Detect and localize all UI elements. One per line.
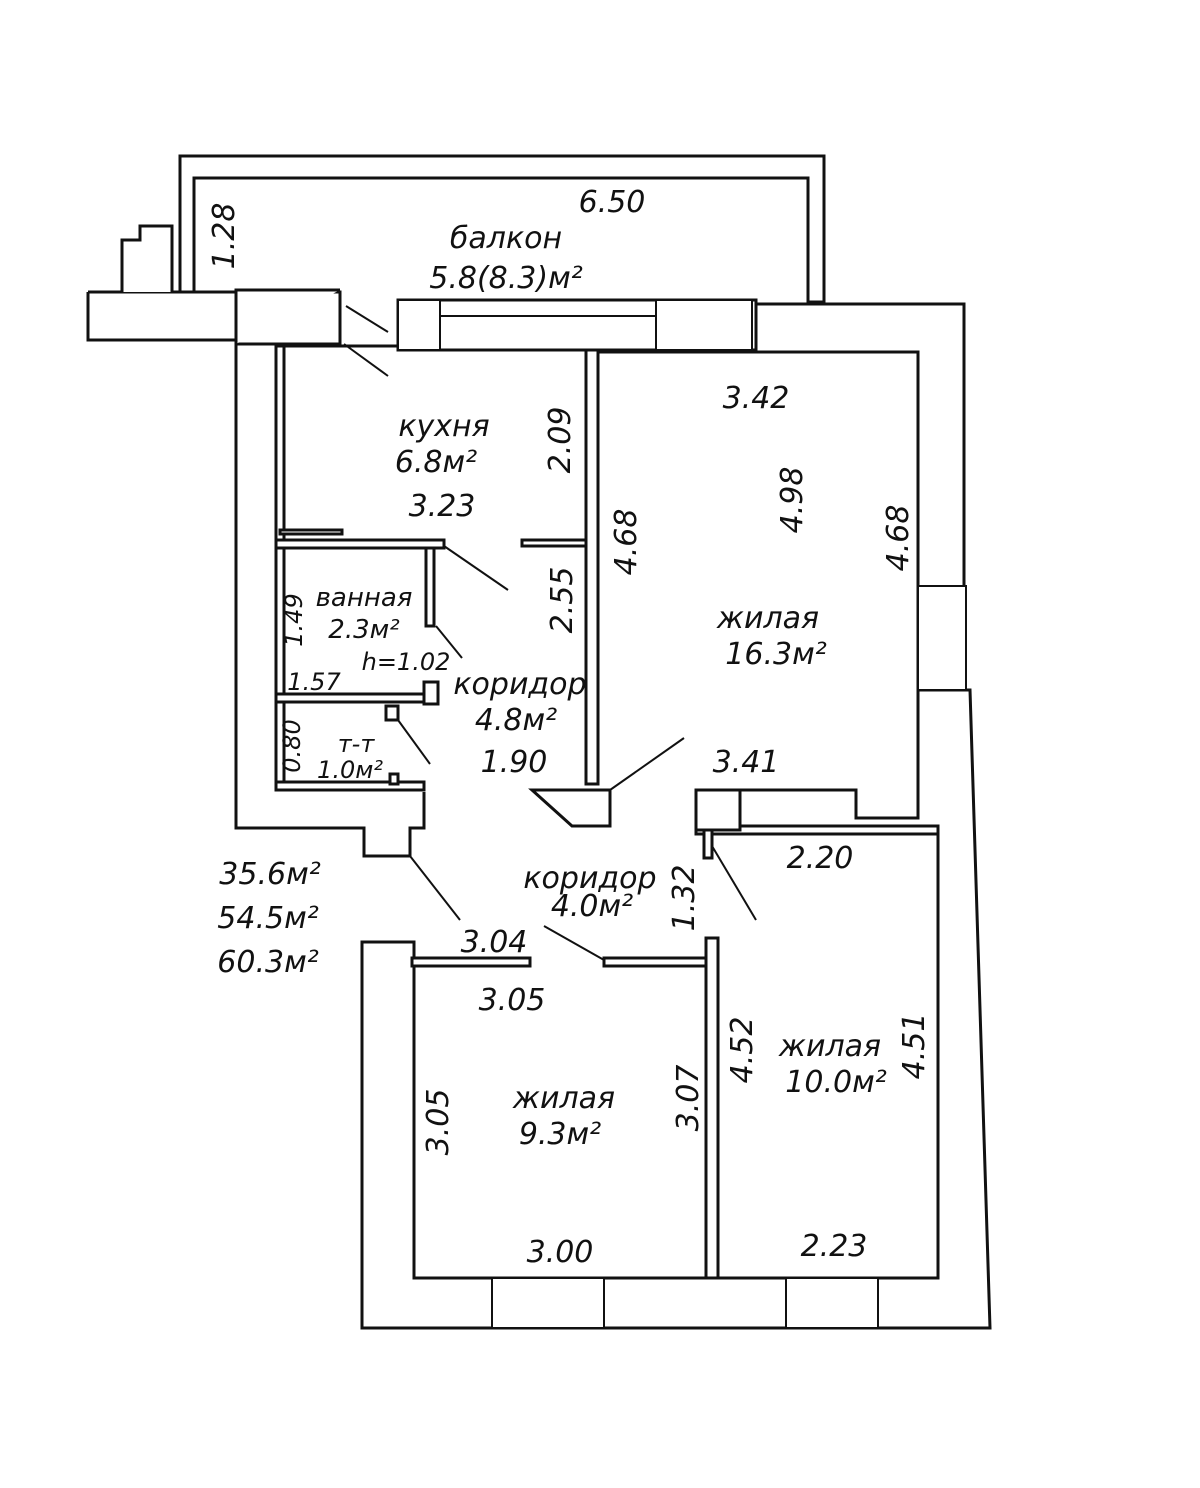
living2-window [785, 1277, 879, 1329]
living1-right: 4.68 [881, 505, 916, 572]
living1-name: жилая [716, 601, 819, 636]
bathroom-width: 1.57 [287, 668, 341, 696]
bathroom-name: ванная [316, 583, 413, 613]
toilet-area: 1.0м² [317, 756, 383, 784]
living2-left: 4.52 [725, 1017, 760, 1084]
living1-top: 3.42 [723, 381, 790, 416]
living3-bottom: 3.00 [527, 1235, 594, 1270]
corridor1-height: 2.55 [545, 567, 580, 634]
bottom-wall-windows [491, 1277, 879, 1329]
total-living-area: 35.6м² [219, 857, 320, 892]
total-area: 54.5м² [217, 901, 318, 936]
living1-area: 16.3м² [725, 637, 826, 672]
corridor1-area: 4.8м² [475, 703, 557, 738]
living-window-top [655, 299, 753, 351]
balcony-area: 5.8(8.3)м² [429, 261, 583, 296]
living3-left: 3.05 [421, 1089, 456, 1156]
corridor2-name: коридор [523, 861, 656, 896]
toilet-height: 0.80 [278, 719, 306, 772]
living3-window [491, 1277, 605, 1329]
toilet-name: т-т [338, 730, 376, 758]
exterior-wall [86, 224, 992, 1330]
living2-name: жилая [778, 1029, 881, 1064]
bathroom-height-dim: 1.49 [280, 593, 308, 646]
living2-bottom: 2.23 [801, 1229, 868, 1264]
corridor2-height: 1.32 [667, 865, 702, 932]
living3-top: 3.05 [479, 983, 546, 1018]
living1-left: 4.68 [609, 509, 644, 576]
living2-right: 4.51 [897, 1013, 932, 1080]
corridor1-name: коридор [453, 667, 586, 702]
interior-walls [274, 344, 940, 1280]
living3-right: 3.07 [671, 1065, 706, 1132]
balcony-width: 1.28 [207, 203, 242, 270]
living-window-right [917, 585, 967, 691]
living1-mid: 4.98 [775, 467, 810, 534]
bathroom-ceiling: h=1.02 [362, 648, 451, 676]
balcony-name: балкон [450, 221, 562, 256]
kitchen-height: 2.09 [543, 407, 578, 474]
total-area-with-balcony: 60.3м² [217, 945, 318, 980]
door-lines [343, 305, 757, 961]
living2-area: 10.0м² [785, 1065, 886, 1100]
kitchen-area: 6.8м² [395, 445, 477, 480]
living3-area: 9.3м² [519, 1117, 601, 1152]
kitchen-width: 3.23 [409, 489, 476, 524]
top-wall [396, 298, 758, 352]
corridor2-area: 4.0м² [551, 889, 633, 924]
balcony-length: 6.50 [579, 185, 646, 220]
living3-name: жилая [512, 1081, 615, 1116]
corridor1-width: 1.90 [481, 745, 548, 780]
living2-top: 2.20 [787, 841, 854, 876]
living1-bottom: 3.41 [713, 745, 780, 780]
kitchen-name: кухня [398, 409, 489, 444]
bathroom-area: 2.3м² [328, 615, 399, 645]
corridor2-width: 3.04 [461, 925, 528, 960]
kitchen-window [397, 299, 441, 351]
